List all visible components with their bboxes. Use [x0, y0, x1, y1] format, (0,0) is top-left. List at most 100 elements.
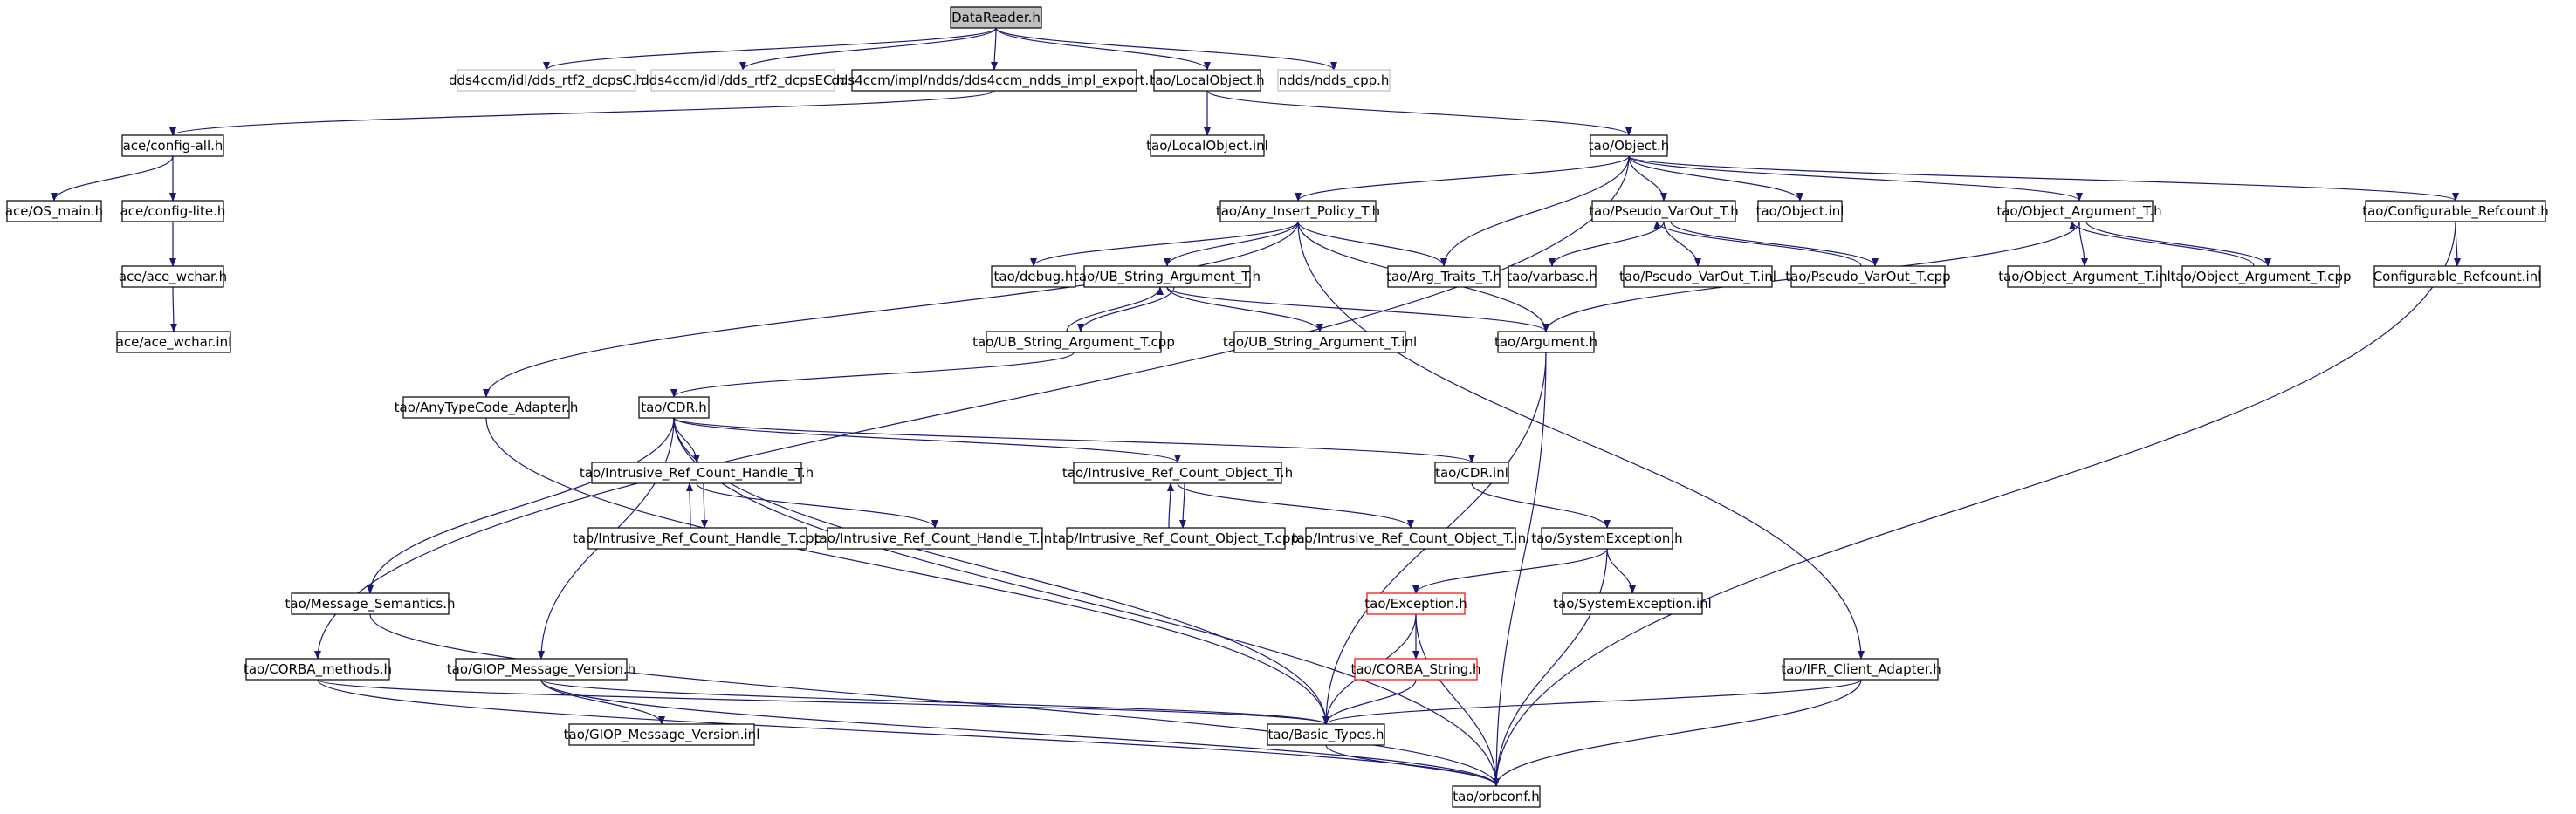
node-configurable-refcount-h[interactable]: tao/Configurable_Refcount.h	[2362, 200, 2549, 222]
node-ub-string-argument-t-cpp[interactable]: tao/UB_String_Argument_T.cpp	[972, 331, 1175, 353]
node-dds-rtf2-dcpsec-h[interactable]: dds4ccm/idl/dds_rtf2_dcpsEC.h	[641, 69, 845, 92]
node-ndds-impl-export-h[interactable]: dds4ccm/impl/ndds/dds4ccm_ndds_impl_expo…	[831, 69, 1157, 92]
edge-ace_wchar_h-to-ace_wchar_inl	[169, 286, 177, 332]
node-localobject-h[interactable]: tao/LocalObject.h	[1150, 69, 1265, 92]
node-label: tao/SystemException.h	[1531, 530, 1682, 546]
node-object-h[interactable]: tao/Object.h	[1589, 134, 1669, 157]
edge-any_insert_policy_t_h-to-ub_string_argument_t_h	[1164, 221, 1299, 267]
node-box	[1366, 592, 1466, 615]
node-box	[1233, 331, 1406, 353]
node-label: tao/AnyTypeCode_Adapter.h	[395, 400, 579, 416]
node-pseudo-varout-t-cpp[interactable]: tao/Pseudo_VarOut_T.cpp	[1785, 265, 1951, 288]
node-intrusive-ref-count-handle-t-cpp[interactable]: tao/Intrusive_Ref_Count_Handle_T.cpp	[573, 527, 822, 550]
node-basic-types-h[interactable]: tao/Basic_Types.h	[1267, 723, 1385, 746]
node-label: tao/Intrusive_Ref_Count_Handle_T.h	[580, 465, 814, 482]
node-intrusive-ref-count-object-t-h[interactable]: tao/Intrusive_Ref_Count_Object_T.h	[1062, 462, 1293, 484]
node-box	[2007, 265, 2162, 288]
node-box	[851, 69, 1137, 92]
node-pseudo-varout-t-h[interactable]: tao/Pseudo_VarOut_T.h	[1589, 200, 1739, 222]
node-label: tao/Intrusive_Ref_Count_Object_T.h	[1062, 465, 1293, 482]
node-ub-string-argument-t-h[interactable]: tao/UB_String_Argument_T.h	[1074, 265, 1261, 288]
node-exception-h[interactable]: tao/Exception.h	[1364, 592, 1467, 615]
edge-corba_methods_h-to-basic_types_h	[317, 679, 1329, 725]
edge-any_insert_policy_t_h-to-anytypecode_adapter_h	[483, 221, 1299, 398]
node-box	[1066, 527, 1286, 550]
edge-any_insert_policy_t_h-to-ifr_client_adapter_h	[1297, 221, 1865, 660]
node-intrusive-ref-count-object-t-cpp[interactable]: tao/Intrusive_Ref_Count_Object_T.cpp	[1053, 527, 1299, 550]
node-label: tao/Object_Argument_T.inl	[1998, 269, 2171, 285]
node-label: tao/CDR.inl	[1435, 465, 1508, 481]
node-systemexception-h[interactable]: tao/SystemException.h	[1531, 527, 1683, 550]
node-ndds-cpp-h[interactable]: ndds/ndds_cpp.h	[1277, 69, 1391, 92]
node-argument-h[interactable]: tao/Argument.h	[1494, 331, 1597, 353]
edge-object_argument_t_cpp-to-object_argument_t_h	[2069, 221, 2255, 267]
node-intrusive-ref-count-object-t-inl[interactable]: tao/Intrusive_Ref_Count_Object_T.inl	[1292, 527, 1530, 550]
node-label: tao/Message_Semantics.h	[285, 596, 456, 612]
node-label: ndds/ndds_cpp.h	[1279, 72, 1390, 89]
node-ace-wchar-h[interactable]: ace/ace_wchar.h	[119, 265, 227, 288]
node-giop-message-version-inl[interactable]: tao/GIOP_Message_Version.inl	[564, 723, 760, 746]
node-label: tao/Configurable_Refcount.h	[2362, 203, 2549, 220]
node-dds-rtf2-dcpsc-h[interactable]: dds4ccm/idl/dds_rtf2_dcpsC.h	[449, 69, 644, 92]
node-anytypecode-adapter-h[interactable]: tao/AnyTypeCode_Adapter.h	[395, 396, 579, 419]
node-cdr-h[interactable]: tao/CDR.h	[638, 396, 710, 419]
node-corba-string-h[interactable]: tao/CORBA_String.h	[1350, 658, 1481, 681]
node-intrusive-ref-count-handle-t-inl[interactable]: tao/Intrusive_Ref_Count_Handle_T.inl	[814, 527, 1056, 550]
node-box	[455, 658, 628, 681]
node-orbconf-h[interactable]: tao/orbconf.h	[1452, 785, 1541, 808]
node-datareader-h[interactable]: DataReader.h	[950, 6, 1042, 29]
edge-object_h-to-pseudo_varout_t_h	[1628, 155, 1667, 202]
edge-cdr_inl-to-systemexception_h	[1471, 482, 1611, 529]
node-label: tao/Object_Argument_T.h	[1996, 203, 2161, 220]
node-configurable-refcount-inl[interactable]: Configurable_Refcount.inl	[2373, 265, 2542, 288]
node-config-lite-h[interactable]: ace/config-lite.h	[120, 200, 226, 222]
node-label: tao/CORBA_String.h	[1350, 661, 1480, 678]
node-cdr-inl[interactable]: tao/CDR.inl	[1434, 462, 1509, 484]
node-systemexception-inl[interactable]: tao/SystemException.inl	[1553, 592, 1712, 615]
edge-object_h-to-configurable_refcount_h	[1628, 155, 2459, 202]
node-pseudo-varout-t-inl[interactable]: tao/Pseudo_VarOut_T.inl	[1619, 265, 1776, 288]
edge-systemexception_h-to-orbconf_h	[1493, 548, 1608, 787]
node-box	[1153, 69, 1261, 92]
node-box	[827, 527, 1043, 550]
node-label: tao/Basic_Types.h	[1267, 727, 1384, 743]
node-ifr-client-adapter-h[interactable]: tao/IFR_Client_Adapter.h	[1781, 658, 1941, 681]
node-label: tao/CORBA_methods.h	[244, 661, 392, 678]
node-box	[121, 134, 224, 157]
node-corba-methods-h[interactable]: tao/CORBA_methods.h	[244, 658, 392, 681]
edge-any_insert_policy_t_h-to-debug_h	[1030, 221, 1299, 267]
node-object-inl[interactable]: tao/Object.inl	[1756, 200, 1844, 222]
node-box	[1434, 462, 1509, 484]
node-localobject-inl[interactable]: tao/LocalObject.inl	[1146, 134, 1268, 157]
edge-pseudo_varout_t_cpp-to-pseudo_varout_t_h	[1653, 221, 1862, 267]
node-config-all-h[interactable]: ace/config-all.h	[121, 134, 224, 157]
node-any-insert-policy-t-h[interactable]: tao/Any_Insert_Policy_T.h	[1216, 200, 1380, 222]
node-box	[1590, 134, 1668, 157]
edge-ifr_client_adapter_h-to-basic_types_h	[1322, 679, 1862, 725]
edge-object_argument_t_h-to-object_argument_t_inl	[2078, 221, 2088, 267]
node-object-argument-t-cpp[interactable]: tao/Object_Argument_T.cpp	[2170, 265, 2352, 288]
node-object-argument-t-h[interactable]: tao/Object_Argument_T.h	[1996, 200, 2162, 222]
node-label: tao/Intrusive_Ref_Count_Handle_T.inl	[814, 530, 1056, 547]
node-giop-message-version-h[interactable]: tao/GIOP_Message_Version.h	[447, 658, 635, 681]
node-box	[1354, 658, 1478, 681]
edge-giop_message_version_h-to-giop_message_version_inl	[540, 679, 665, 725]
node-object-argument-t-inl[interactable]: tao/Object_Argument_T.inl	[1998, 265, 2171, 288]
node-label: ace/OS_main.h	[5, 203, 103, 220]
node-debug-h[interactable]: tao/debug.h	[991, 265, 1076, 288]
node-os-main-h[interactable]: ace/OS_main.h	[5, 200, 103, 222]
node-ace-wchar-inl[interactable]: ace/ace_wchar.inl	[116, 331, 232, 353]
node-box	[1541, 527, 1673, 550]
node-box	[1562, 592, 1703, 615]
edge-object_h-to-arg_traits_t_h	[1440, 155, 1630, 267]
node-intrusive-ref-count-handle-t-h[interactable]: tao/Intrusive_Ref_Count_Handle_T.h	[580, 462, 814, 484]
edge-datareader_h-to-dds_rtf2_dcpsec_h	[739, 27, 997, 71]
edge-ub_string_argument_t_cpp-to-ub_string_argument_t_h	[1066, 286, 1164, 332]
node-varbase-h[interactable]: tao/varbase.h	[1507, 265, 1597, 288]
edge-config_all_h-to-os_main_h	[51, 155, 174, 202]
node-message-semantics-h[interactable]: tao/Message_Semantics.h	[285, 592, 456, 615]
node-arg-traits-t-h[interactable]: tao/Arg_Traits_T.h	[1386, 265, 1501, 288]
node-box	[1790, 265, 1946, 288]
node-ub-string-argument-t-inl[interactable]: tao/UB_String_Argument_T.inl	[1223, 331, 1417, 353]
